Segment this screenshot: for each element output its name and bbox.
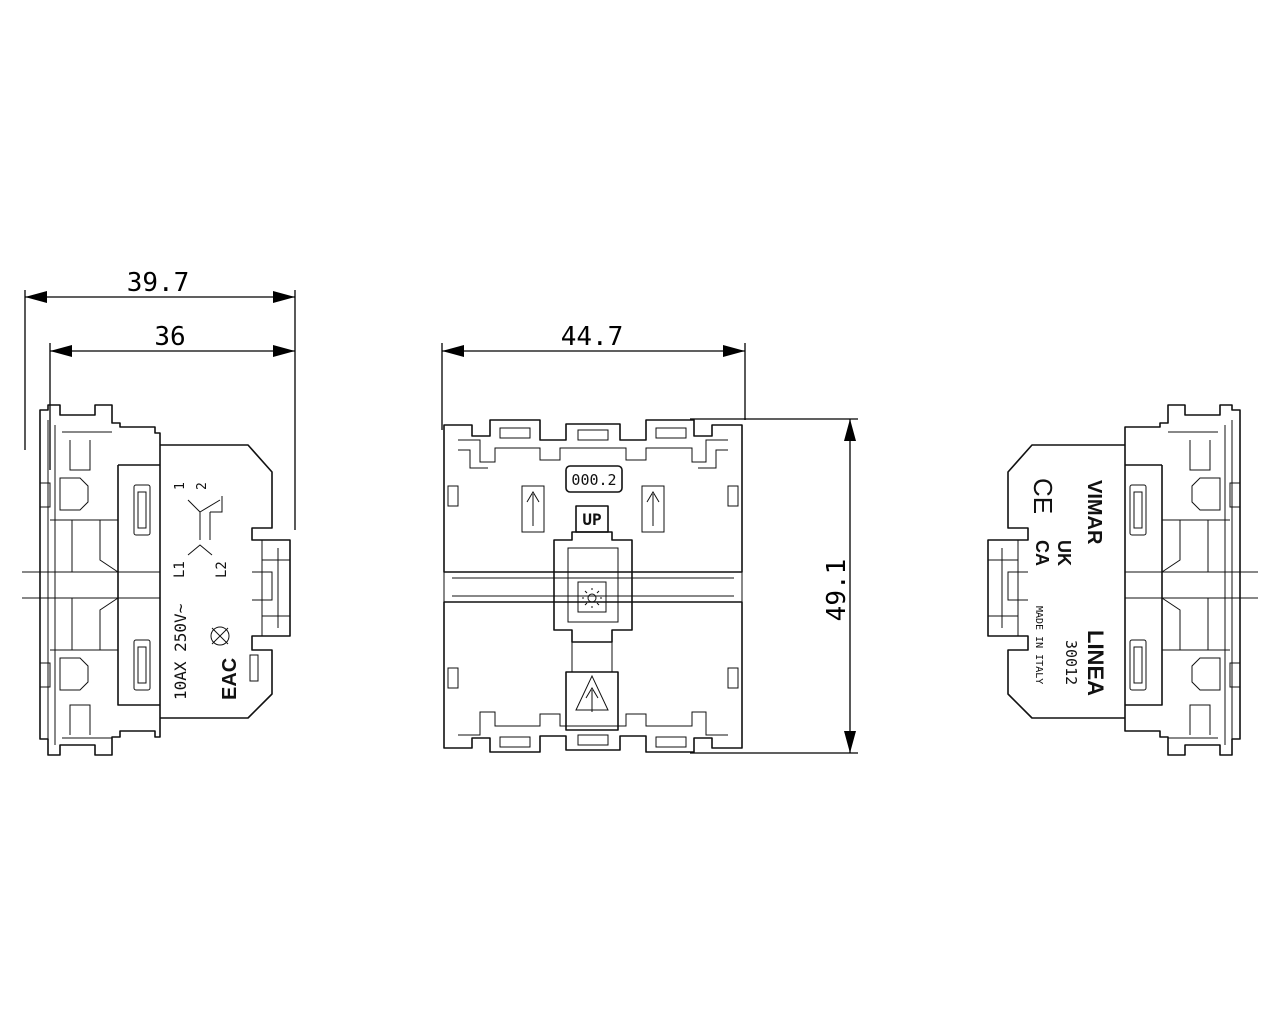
dimension-overall-width: 39.7 [24,268,296,530]
approval-mark-icon [210,626,230,646]
series-label: LINEA [1083,630,1108,696]
led-icon [577,581,607,613]
dimension-front-width: 44.7 [441,322,746,430]
contact-1-label: 1 [173,482,188,490]
rating-label: 10AX 250V~ [171,604,190,700]
dimension-label-36: 36 [154,322,185,352]
dimension-label-44-7: 44.7 [561,322,624,352]
dimension-label-49-1: 49.1 [822,559,852,622]
dimension-height: 49.1 [690,418,858,754]
ukca-mark-bottom: CA [1032,540,1052,566]
up-arrow-icon [521,485,545,533]
eac-mark: EAC [219,658,241,700]
contact-2-label: 2 [195,482,210,490]
made-in-label: MADE IN ITALY [1033,606,1044,684]
front-view: 000.2 UP [443,419,743,753]
right-side-view: VIMAR CE UK CA MADE IN ITALY LINEA 30012 [987,404,1258,756]
left-side-view: L1 L2 1 2 10AX 250V~ EAC [22,404,291,756]
dimension-label-39-7: 39.7 [127,268,190,298]
brand-label: VIMAR [1083,480,1105,545]
terminal-l2-label: L2 [214,561,230,578]
article-number: 30012 [1062,640,1080,685]
terminal-l1-label: L1 [172,561,188,578]
up-arrow-icon [641,485,665,533]
ukca-mark-top: UK [1054,540,1074,566]
ce-mark: CE [1028,478,1058,514]
code-label-box [565,465,623,493]
dimension-body-width: 36 [49,322,295,470]
code-label: 000.2 [571,471,616,489]
up-label: UP [582,510,601,529]
